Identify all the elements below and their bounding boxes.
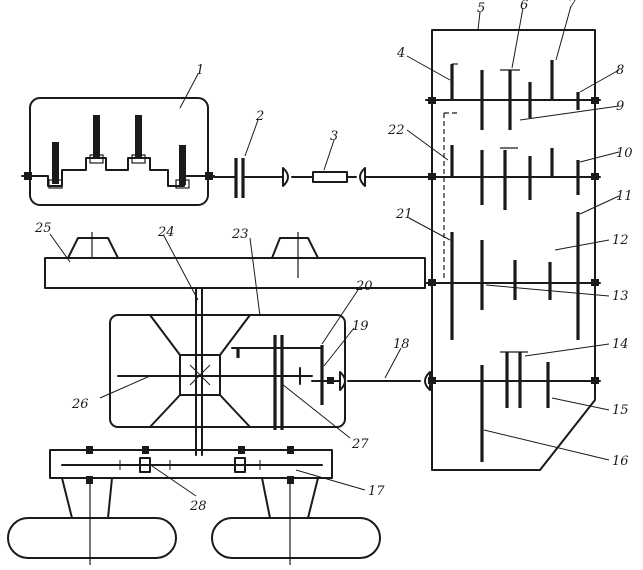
callout-27: 27 [351,437,369,452]
callout-22: 22 [387,123,405,138]
engine [21,97,215,206]
callout-5: 5 [477,1,485,16]
callout-16: 16 [612,454,629,469]
callout-28: 28 [189,499,207,514]
callout-14: 14 [612,337,629,352]
callout-19: 19 [352,319,369,334]
right-track [211,477,381,565]
callout-3: 3 [330,129,338,144]
gearbox-housing [431,29,596,471]
callout-13: 13 [612,289,629,304]
main-clutch [213,158,283,198]
callout-8: 8 [616,63,624,78]
leader-lines [49,5,620,497]
frame-beam [44,232,426,289]
callout-2: 2 [255,109,264,124]
callout-17: 17 [368,484,385,499]
callout-1: 1 [196,63,204,78]
gearbox-shaft-intermediate [425,212,601,340]
callout-7: 7 [568,0,577,12]
callout-10: 10 [616,146,633,161]
gearbox-shaft-output [428,351,601,462]
callout-11: 11 [616,189,633,204]
callout-18: 18 [393,337,410,352]
callout-6: 6 [520,0,528,13]
telescopic-propeller-shaft [312,171,357,183]
universal-joint-rear [359,167,433,187]
callout-12: 12 [612,233,629,248]
callout-21: 21 [395,207,413,222]
gearbox-shaft-upper [425,60,601,130]
final-drive-housing [109,287,346,456]
callout-numbers: 1 2 3 4 5 6 7 8 9 10 11 12 13 14 15 16 1… [34,0,633,514]
left-track [7,477,177,565]
callout-25: 25 [34,221,52,236]
callout-9: 9 [616,99,624,114]
rear-propeller-shaft [311,371,431,391]
callout-23: 23 [231,227,249,242]
callout-26: 26 [71,397,89,412]
universal-joint-front [282,167,314,187]
callout-4: 4 [396,46,405,61]
callout-24: 24 [157,225,175,240]
final-drive-cross-shaft [117,335,324,430]
gearbox-shaft-input [428,112,601,280]
callout-20: 20 [355,279,373,294]
callout-15: 15 [612,403,629,418]
